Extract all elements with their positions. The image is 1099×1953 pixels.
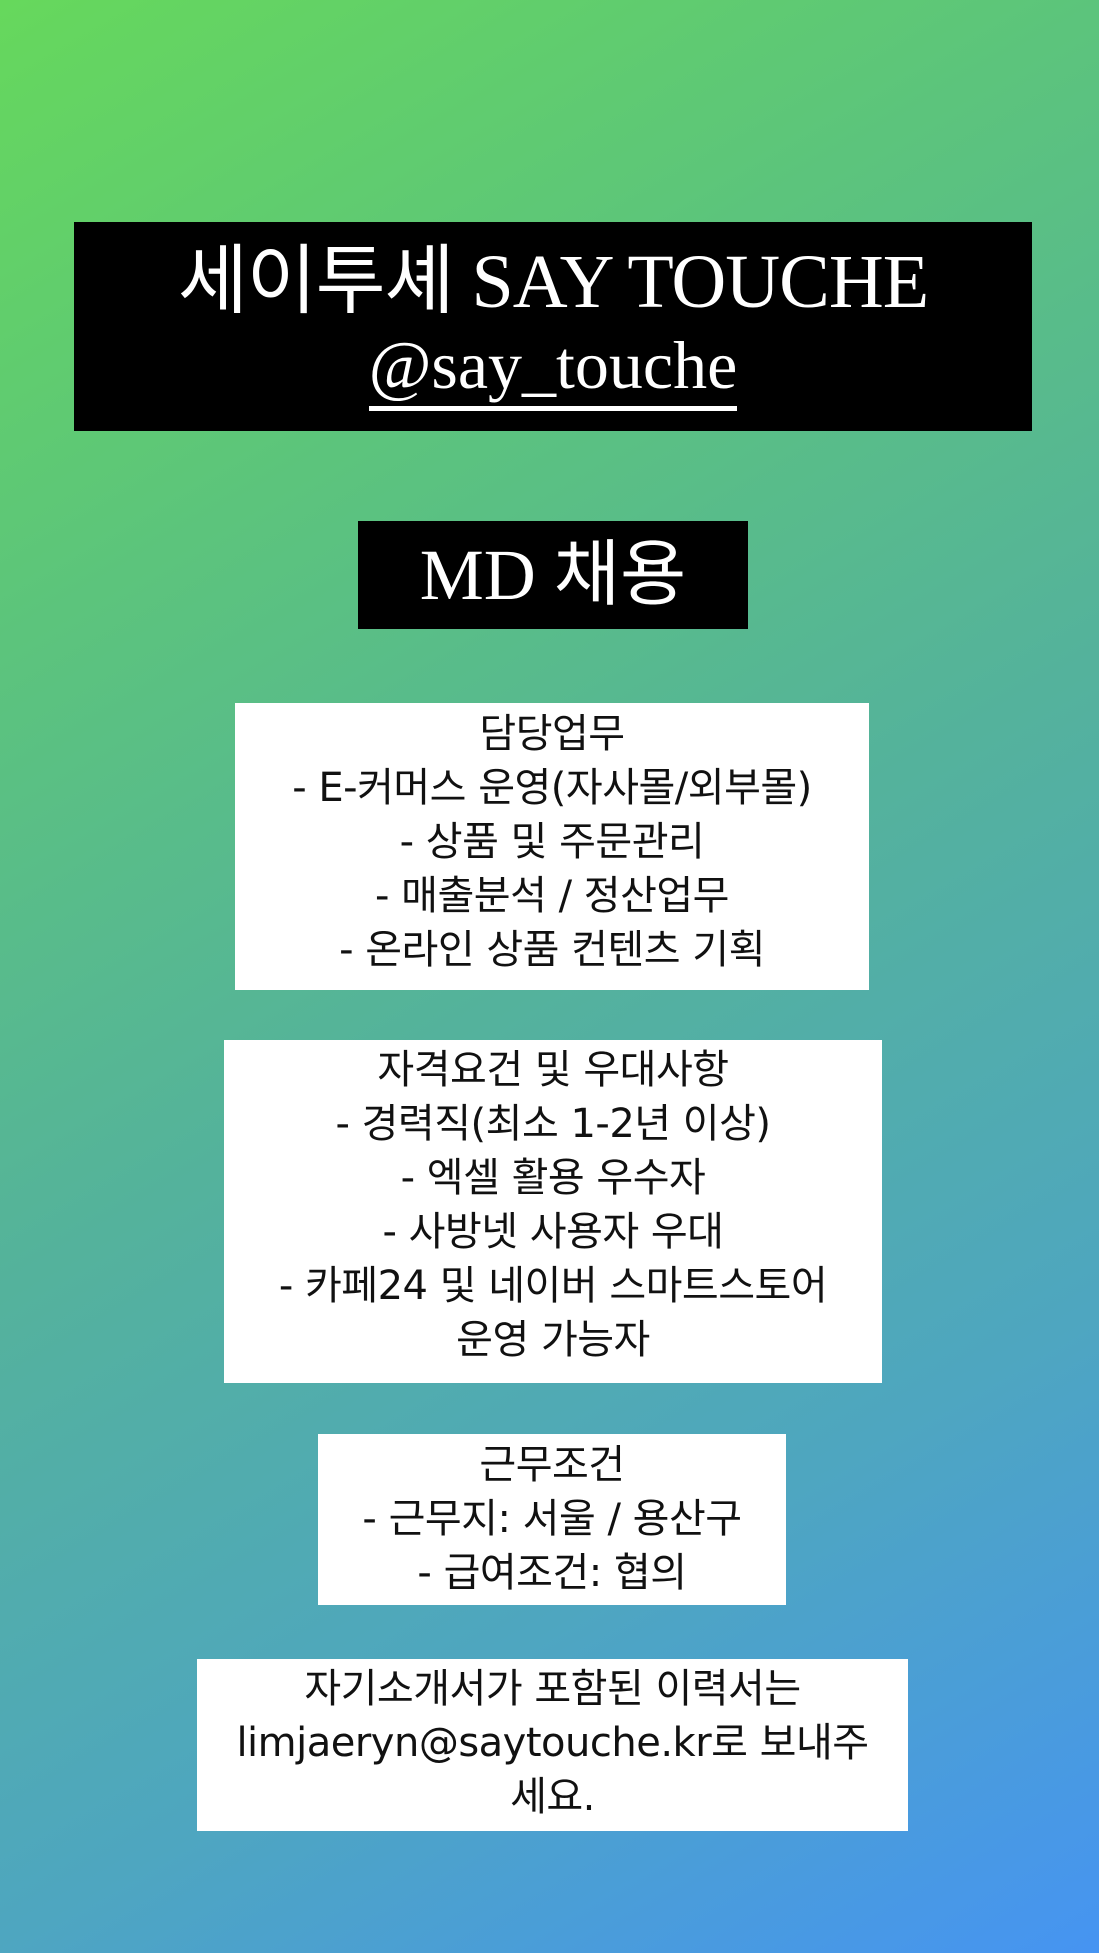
conditions-heading: 근무조건 (479, 1442, 625, 1488)
qualification-item: - 엑셀 활용 우수자 (400, 1155, 706, 1201)
instagram-handle-link[interactable]: @say_touche (368, 324, 738, 411)
apply-line: 자기소개서가 포함된 이력서는 (304, 1666, 801, 1712)
condition-item: - 급여조건: 협의 (417, 1550, 687, 1596)
brand-banner: 세이투셰 SAY TOUCHE @say_touche (74, 222, 1032, 431)
duty-item: - 매출분석 / 정산업무 (375, 873, 729, 919)
hiring-title-banner: MD 채용 (358, 521, 748, 629)
hiring-title: MD 채용 (419, 535, 687, 615)
condition-item: - 근무지: 서울 / 용산구 (362, 1496, 742, 1542)
qualification-item: - 사방넷 사용자 우대 (382, 1209, 724, 1255)
qualifications-section: 자격요건 및 우대사항 - 경력직(최소 1-2년 이상) - 엑셀 활용 우수… (224, 1040, 882, 1383)
qualifications-heading: 자격요건 및 우대사항 (377, 1047, 729, 1093)
duty-item: - E-커머스 운영(자사몰/외부몰) (292, 765, 812, 811)
duties-section: 담당업무 - E-커머스 운영(자사몰/외부몰) - 상품 및 주문관리 - 매… (235, 703, 869, 990)
qualification-item: 운영 가능자 (456, 1317, 650, 1363)
apply-line: 세요. (510, 1774, 595, 1820)
brand-title: 세이투셰 SAY TOUCHE (177, 240, 929, 324)
duties-heading: 담당업무 (479, 711, 625, 757)
qualification-item: - 경력직(최소 1-2년 이상) (335, 1101, 771, 1147)
apply-email-line[interactable]: limjaeryn@saytouche.kr로 보내주 (236, 1720, 869, 1766)
qualification-item: - 카페24 및 네이버 스마트스토어 (278, 1263, 828, 1309)
conditions-section: 근무조건 - 근무지: 서울 / 용산구 - 급여조건: 협의 (318, 1434, 786, 1605)
duty-item: - 상품 및 주문관리 (399, 819, 705, 865)
duty-item: - 온라인 상품 컨텐츠 기획 (339, 927, 765, 973)
application-instructions: 자기소개서가 포함된 이력서는 limjaeryn@saytouche.kr로 … (197, 1659, 908, 1831)
